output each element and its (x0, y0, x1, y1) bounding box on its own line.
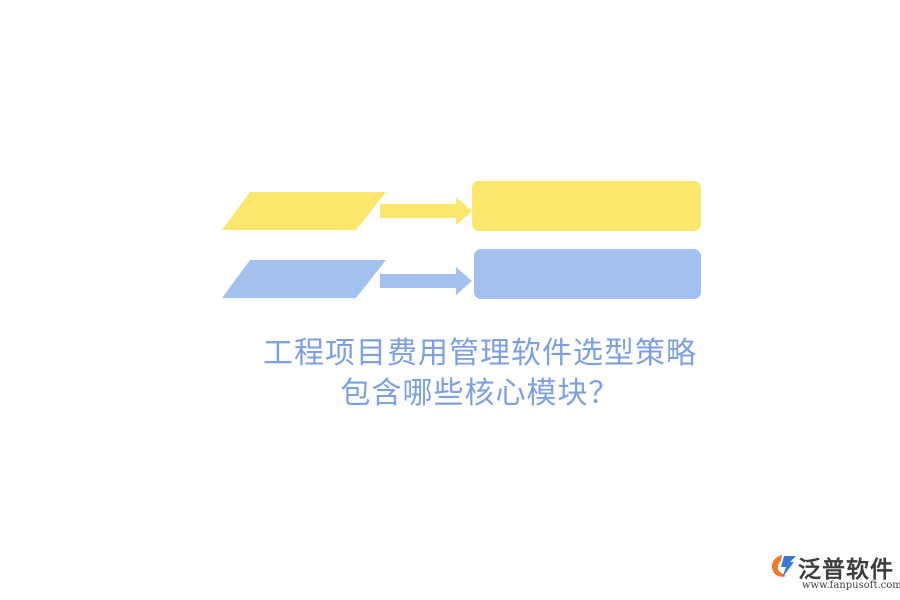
yellow-arrow-icon (380, 197, 472, 225)
fanpu-logo-icon (772, 555, 796, 578)
brand-url: www.fanpusoft.com (802, 580, 900, 591)
yellow-box (472, 181, 701, 231)
blue-box (474, 249, 701, 299)
blue-parallelogram (222, 260, 386, 298)
page-title-line2: 包含哪些核心模块？ (340, 376, 620, 411)
page-title-line1: 工程项目费用管理软件选型策略 (263, 336, 697, 371)
brand-logo: 泛普软件 www.fanpusoft.com (768, 550, 900, 596)
yellow-parallelogram (222, 192, 386, 230)
brand-name: 泛普软件 (798, 557, 894, 583)
blue-arrow-icon (380, 267, 472, 295)
